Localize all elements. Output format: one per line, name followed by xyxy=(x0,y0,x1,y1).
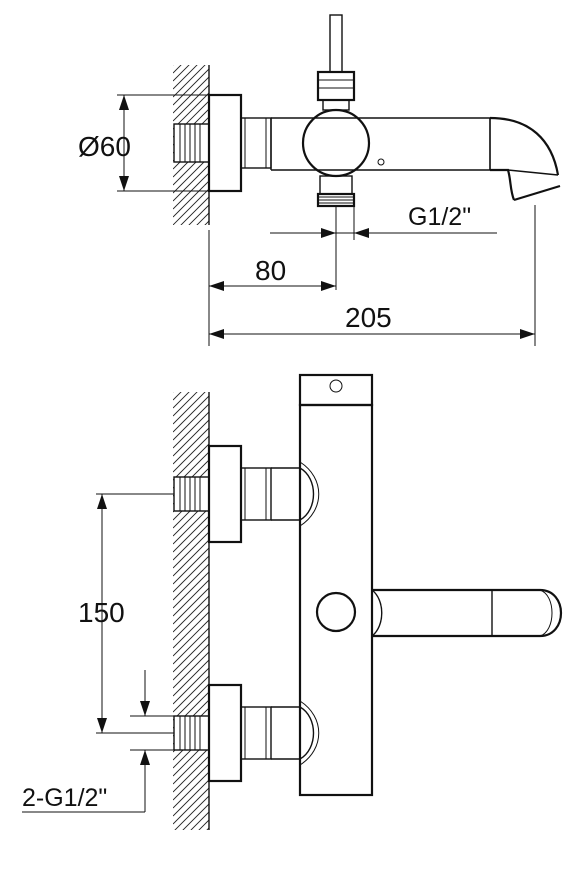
front-view: 150 2-G1/2" xyxy=(22,373,562,875)
hatch-line xyxy=(173,523,209,561)
hatch-line xyxy=(173,84,209,122)
wall-hatching-front xyxy=(173,392,209,875)
hatch-line xyxy=(173,65,206,98)
hatch-line xyxy=(173,571,209,609)
length-dimension: 205 xyxy=(209,205,536,346)
hatch-line xyxy=(173,245,209,281)
hatch-line xyxy=(173,844,209,875)
hatch-line xyxy=(173,392,206,425)
hatch-line xyxy=(173,611,209,649)
hatch-line xyxy=(173,92,209,130)
hatch-line xyxy=(173,65,174,66)
spout-top xyxy=(489,116,561,202)
hatch-line xyxy=(173,747,209,785)
hatch-line xyxy=(173,683,209,721)
hatch-line xyxy=(173,539,209,577)
hatch-line xyxy=(173,411,209,449)
diameter-dimension: Ø60 xyxy=(78,94,236,192)
hatch-line xyxy=(173,595,209,633)
hatch-line xyxy=(173,659,209,697)
hatch-line xyxy=(173,531,209,569)
inlet-label: 2-G1/2" xyxy=(22,784,107,812)
hatch-line xyxy=(173,860,209,875)
diverter-top xyxy=(316,14,356,111)
hatch-line xyxy=(173,563,209,601)
hatch-line xyxy=(173,237,209,273)
hatch-line xyxy=(173,555,209,593)
hatch-line xyxy=(173,435,209,473)
hatch-line xyxy=(173,675,209,713)
hatch-line xyxy=(174,795,209,830)
hatch-line xyxy=(173,392,198,417)
hatch-line xyxy=(173,515,209,553)
inlet-thread-dimension: 2-G1/2" xyxy=(22,670,174,813)
hatch-line xyxy=(173,547,209,585)
hatch-line xyxy=(173,180,209,218)
spacing-dimension: 150 xyxy=(78,493,174,734)
hatch-line xyxy=(173,619,209,657)
diameter-label: Ø60 xyxy=(78,131,131,162)
hatch-line xyxy=(182,803,209,830)
hatch-line xyxy=(173,651,209,689)
hatch-line xyxy=(173,427,209,465)
hatch-line xyxy=(173,65,198,90)
hatch-line xyxy=(206,827,209,830)
hatch-line xyxy=(173,755,209,793)
hatch-line xyxy=(173,392,174,393)
hatch-line xyxy=(173,787,209,825)
upper-inlet-front xyxy=(173,444,320,544)
hatch-line xyxy=(173,392,190,409)
outlet-thread-top xyxy=(316,175,356,208)
top-view: Ø60 xyxy=(78,14,561,346)
hatch-line xyxy=(173,779,209,817)
hatch-line xyxy=(196,212,209,225)
hatch-line xyxy=(173,603,209,641)
hatch-line xyxy=(173,635,209,673)
hatch-line xyxy=(173,156,209,194)
hatch-line xyxy=(173,403,209,441)
offset-label: 80 xyxy=(255,255,286,286)
hatch-line xyxy=(173,164,209,202)
spout-front xyxy=(315,588,562,638)
inlet-thread-top xyxy=(173,123,210,163)
hatch-line xyxy=(173,643,209,681)
cartridge-circle-top xyxy=(301,108,371,178)
hatch-line xyxy=(173,579,209,617)
wall-flange-top xyxy=(207,93,243,193)
hatch-line xyxy=(173,443,209,481)
hatch-line xyxy=(173,836,209,872)
hatch-line xyxy=(173,771,209,809)
length-label: 205 xyxy=(345,302,392,333)
hatch-line xyxy=(173,395,209,433)
wall-front xyxy=(173,392,210,875)
hatch-line xyxy=(198,819,209,830)
eccentric-connector-top xyxy=(240,117,272,169)
hatch-line xyxy=(173,65,190,82)
hatch-line xyxy=(173,852,209,875)
lower-inlet-front xyxy=(173,683,320,783)
hatch-line xyxy=(173,65,182,74)
hatch-line xyxy=(188,204,209,225)
hatch-line xyxy=(173,68,209,106)
offset-dimension: 80 xyxy=(208,230,336,346)
hatch-line xyxy=(173,627,209,665)
hatch-line xyxy=(173,253,209,289)
thread-dimension: G1/2" xyxy=(270,203,497,290)
hatch-line xyxy=(204,220,209,225)
hatch-line xyxy=(190,811,209,830)
mixer-body-front xyxy=(298,373,374,797)
hatch-line xyxy=(173,667,209,705)
hatch-line xyxy=(173,763,209,801)
thread-label: G1/2" xyxy=(408,203,471,231)
hatch-line xyxy=(173,188,209,225)
hatch-line xyxy=(173,419,209,457)
spacing-label: 150 xyxy=(78,597,125,628)
hatch-line xyxy=(173,587,209,625)
hatch-line xyxy=(180,196,209,225)
hatch-line xyxy=(173,229,209,265)
hatch-line xyxy=(173,392,182,401)
hatch-line xyxy=(173,507,209,545)
